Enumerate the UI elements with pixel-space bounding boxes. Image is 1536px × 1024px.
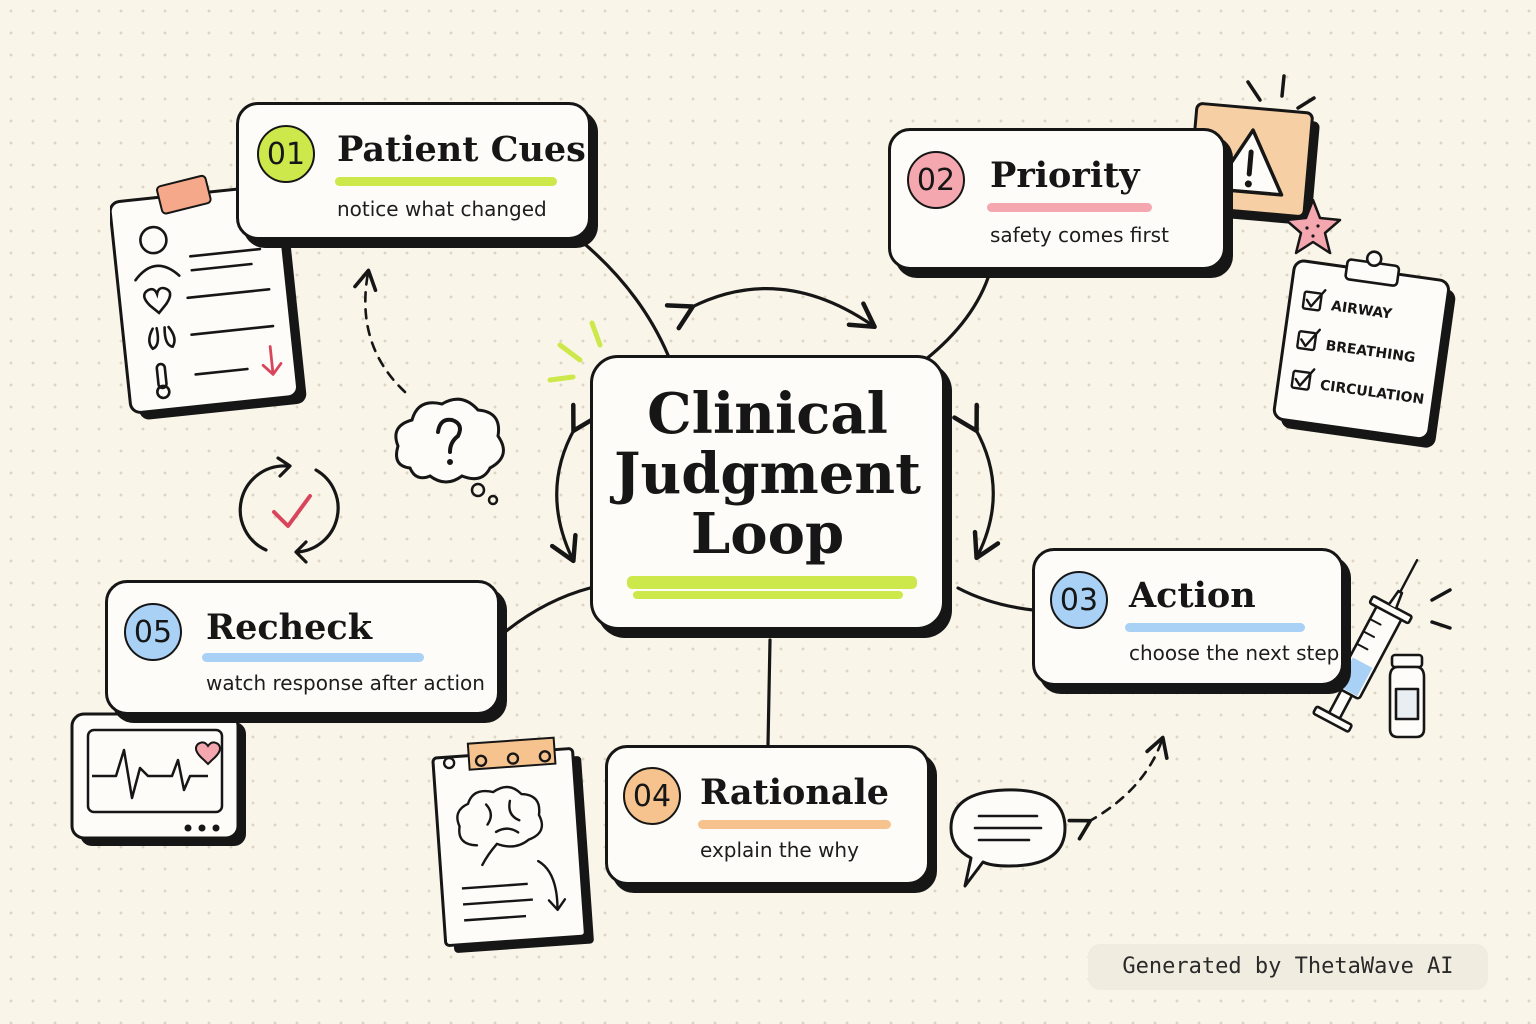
speech-bubble-icon (949, 788, 1067, 888)
connector-rationale (766, 638, 772, 747)
dashed-arrow-speech (1067, 735, 1169, 841)
step-number-badge: 03 (1050, 571, 1108, 629)
dashed-arrow-question (353, 268, 407, 394)
thought-bubble-question-icon (394, 397, 505, 506)
patient-clipboard-icon (110, 174, 307, 420)
step-title-highlight (335, 177, 557, 186)
connector-cues (578, 238, 670, 357)
connector-recheck (503, 586, 592, 634)
watermark: Generated by ThetaWave AI (1088, 944, 1488, 990)
center-highlight (627, 576, 917, 589)
step-title: Rationale (700, 772, 890, 813)
connector-action (956, 586, 1035, 612)
syringe-vial-icon (1312, 559, 1426, 739)
center-card: Clinical Judgment Loop (590, 355, 945, 630)
step-title-highlight (1125, 623, 1305, 632)
step-title-highlight (698, 820, 891, 829)
loop-arrow-right (952, 402, 1001, 561)
brain-notepad-icon (431, 736, 594, 953)
cycle-check-icon (238, 456, 340, 564)
connector-priority (923, 270, 992, 362)
star-icon (1284, 198, 1342, 255)
step-number-badge: 01 (257, 125, 315, 183)
sparkle-lines (547, 320, 603, 383)
step-subtitle: watch response after action (206, 671, 485, 695)
center-title-line-2: Judgment (614, 441, 921, 507)
step-subtitle: explain the why (700, 838, 859, 862)
step-title: Patient Cues (337, 129, 586, 170)
step-subtitle: choose the next step (1129, 641, 1340, 665)
step-card-rationale: 04 Rationale explain the why (605, 745, 930, 885)
step-title: Recheck (206, 607, 372, 648)
abc-checklist-clipboard: AIRWAY BREATHING CIRCULATION (1272, 250, 1456, 448)
center-title-line-1: Clinical (647, 381, 888, 447)
step-title: Priority (990, 155, 1140, 196)
step-card-recheck: 05 Recheck watch response after action (105, 580, 500, 715)
step-title: Action (1129, 575, 1256, 616)
step-title-highlight (202, 653, 424, 662)
step-subtitle: safety comes first (990, 223, 1169, 247)
step-card-priority: 02 Priority safety comes first (888, 128, 1226, 270)
step-number-badge: 05 (124, 603, 182, 661)
step-number-badge: 02 (907, 151, 965, 209)
step-title-highlight (987, 203, 1152, 212)
step-card-action: 03 Action choose the next step (1032, 548, 1344, 686)
center-title: Clinical Judgment Loop (593, 384, 942, 564)
loop-arrow-top (664, 287, 877, 331)
step-card-patient-cues: 01 Patient Cues notice what changed (236, 102, 591, 240)
alert-lines (1246, 74, 1452, 630)
heart-monitor-icon (70, 712, 246, 846)
step-number-badge: 04 (623, 767, 681, 825)
center-highlight-2 (633, 591, 903, 599)
loop-arrow-left (550, 402, 598, 564)
step-subtitle: notice what changed (337, 197, 547, 221)
center-title-line-3: Loop (690, 501, 845, 567)
